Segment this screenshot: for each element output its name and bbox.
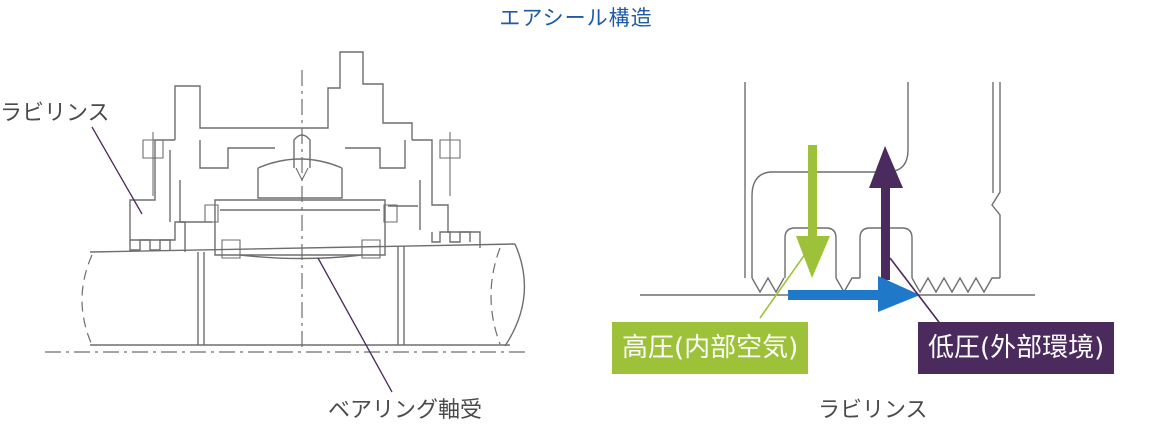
- bearing-housing-drawing: [45, 51, 528, 393]
- labyrinth-detail-drawing: [640, 82, 1035, 331]
- shaft: [45, 243, 528, 353]
- bearing-label: ベアリング軸受: [328, 398, 483, 423]
- high-pressure-arrow: [796, 145, 830, 278]
- labyrinth-left: [129, 231, 471, 251]
- leak-flow-arrow: [788, 276, 920, 312]
- bearing: [204, 199, 398, 260]
- labyrinth-leader-left: [91, 126, 143, 215]
- labyrinth-label-right: ラビリンス: [818, 398, 928, 423]
- low-pressure-arrow: [869, 146, 903, 280]
- labyrinth-label-left: ラビリンス: [0, 101, 110, 126]
- high-pressure-leader: [759, 249, 809, 319]
- diagram-title: エアシール構造: [499, 6, 653, 30]
- low-pressure-leader: [889, 257, 946, 331]
- seal-body: [744, 82, 1001, 294]
- low-pressure-badge: 低圧(外部環境): [918, 322, 1115, 374]
- bearing-leader: [317, 257, 393, 393]
- high-pressure-badge: 高圧(内部空気): [612, 322, 809, 374]
- housing-body: [129, 51, 481, 252]
